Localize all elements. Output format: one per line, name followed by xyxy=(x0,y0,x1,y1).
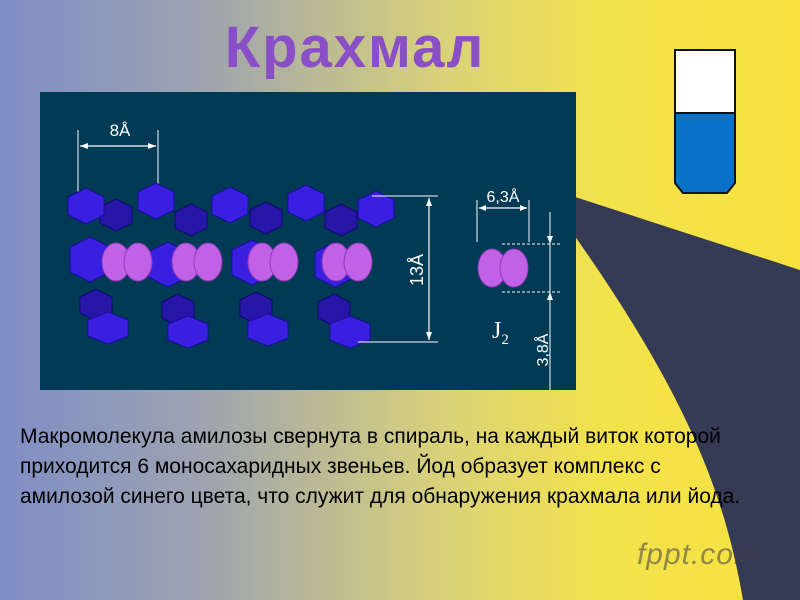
slide-body-text: Макромолекула амилозы свернута в спираль… xyxy=(20,425,741,508)
spacing-label: 3,8Å xyxy=(533,333,552,366)
slide-title: Крахмал xyxy=(224,15,486,80)
height-label: 13Å xyxy=(407,254,427,286)
iodine-label: J2 xyxy=(492,318,509,348)
beaker-icon xyxy=(674,49,736,194)
pitch-label: 8Å xyxy=(110,121,131,140)
channel-label: 6,3Å xyxy=(487,187,520,206)
brand-watermark: fppt.com xyxy=(636,538,760,571)
amylose-helix-figure: 8Å xyxy=(40,92,576,390)
